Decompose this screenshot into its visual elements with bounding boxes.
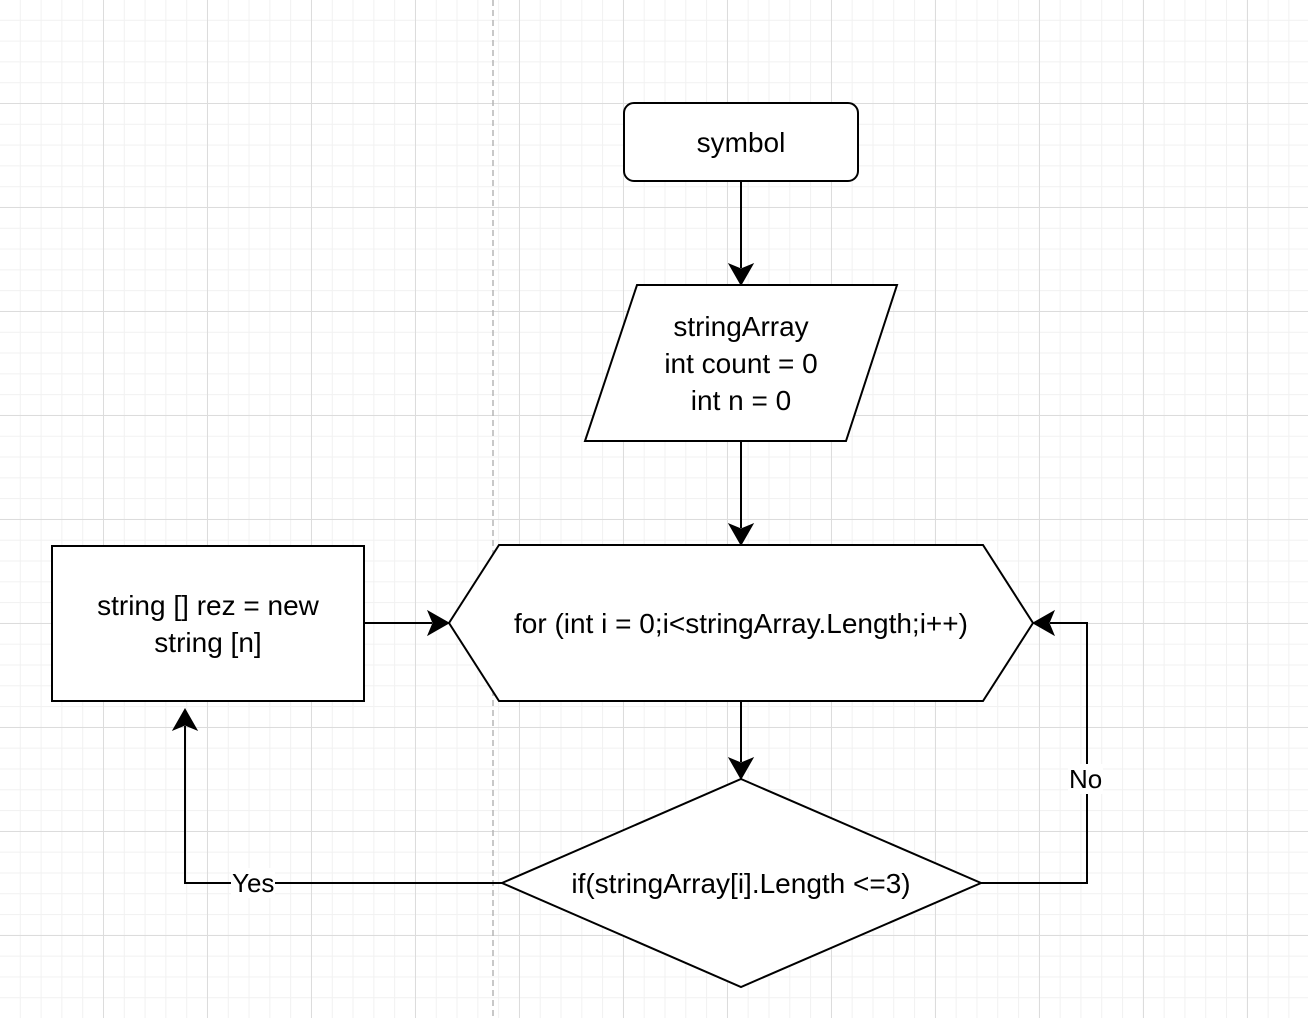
arrowhead-loop [727, 522, 755, 547]
yes-edge-label: Yes [231, 868, 276, 898]
arrowhead-loop-left [426, 609, 451, 637]
no-edge-label: No [1068, 764, 1104, 794]
input-parallelogram[interactable] [583, 284, 899, 442]
edge-yes-to-process [184, 726, 502, 884]
loop-hexagon[interactable] [447, 544, 1035, 702]
start-terminal[interactable] [623, 102, 859, 182]
loop-label: for (int i = 0;i<stringArray.Length;i++) [514, 607, 968, 639]
arrowhead-input [727, 262, 755, 287]
process-label: string [] rez = new string [n] [97, 589, 319, 658]
input-label: stringArray int count = 0 int n = 0 [664, 310, 818, 416]
arrowhead-process [171, 707, 199, 732]
arrowhead-decision [727, 756, 755, 781]
start-label: symbol [696, 126, 786, 158]
edge-no-to-loop [981, 622, 1088, 884]
decision-label: if(stringArray[i].Length <=3) [571, 867, 911, 899]
decision-diamond[interactable] [499, 777, 984, 989]
arrowhead-loop-right [1031, 609, 1056, 637]
process-rectangle[interactable] [51, 545, 365, 702]
